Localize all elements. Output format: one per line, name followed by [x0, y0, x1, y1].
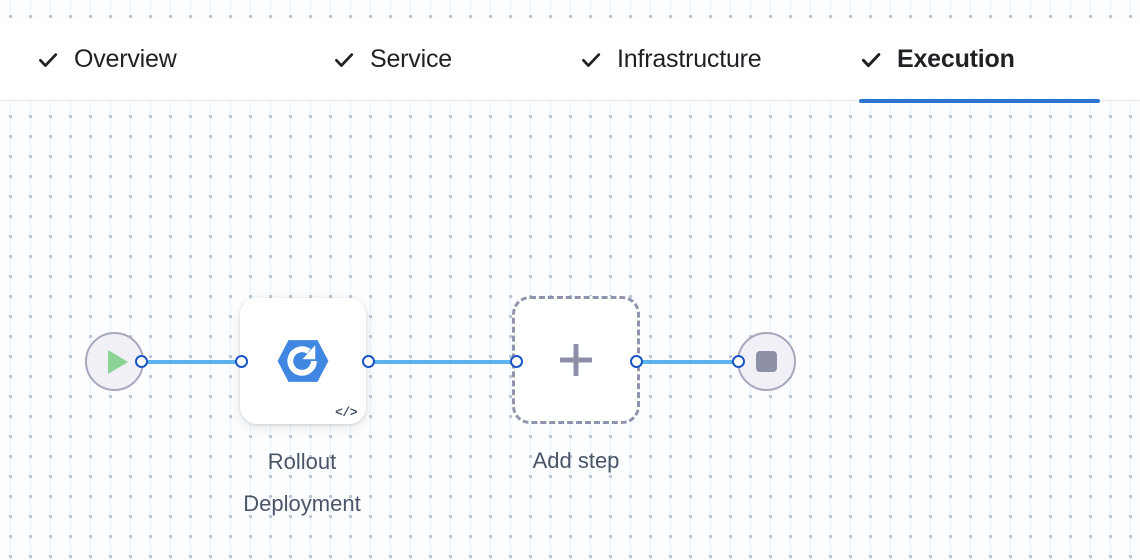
check-icon [859, 48, 883, 72]
tab-label: Service [370, 45, 452, 73]
stop-icon [756, 351, 777, 372]
start-node[interactable] [85, 332, 144, 391]
tab-label: Infrastructure [617, 45, 762, 73]
edge-start-to-rollout[interactable] [140, 360, 244, 364]
tab-service[interactable]: Service [332, 18, 452, 101]
handle-rollout-output[interactable] [362, 355, 375, 368]
tab-infrastructure[interactable]: Infrastructure [579, 18, 762, 101]
tab-execution[interactable]: Execution [859, 18, 1100, 103]
active-tab-indicator [859, 99, 1100, 103]
node-add-step[interactable] [512, 296, 640, 424]
handle-end-input[interactable] [732, 355, 745, 368]
node-label-add-step: Add step [532, 448, 620, 473]
play-icon [108, 349, 128, 374]
handle-add-step-output[interactable] [630, 355, 643, 368]
handle-add-step-input[interactable] [510, 355, 523, 368]
rollout-deployment-icon [274, 332, 332, 390]
plus-icon-vertical [573, 344, 579, 376]
handle-start-output[interactable] [135, 355, 148, 368]
edge-add-step-to-end[interactable] [634, 360, 740, 364]
end-node[interactable] [737, 332, 796, 391]
check-icon [36, 48, 60, 72]
pipeline-step-tabbar: Overview Service Infrastructure Executio… [0, 18, 1140, 103]
handle-rollout-input[interactable] [235, 355, 248, 368]
tab-overview[interactable]: Overview [36, 18, 177, 101]
check-icon [332, 48, 356, 72]
code-badge: </> [335, 405, 357, 420]
node-label-rollout-deployment: Rollout Deployment [243, 449, 361, 516]
tab-label: Execution [897, 45, 1015, 73]
check-icon [579, 48, 603, 72]
node-rollout-deployment[interactable]: </> [240, 298, 366, 424]
edge-rollout-to-add-step[interactable] [366, 360, 518, 364]
tab-label: Overview [74, 45, 177, 73]
